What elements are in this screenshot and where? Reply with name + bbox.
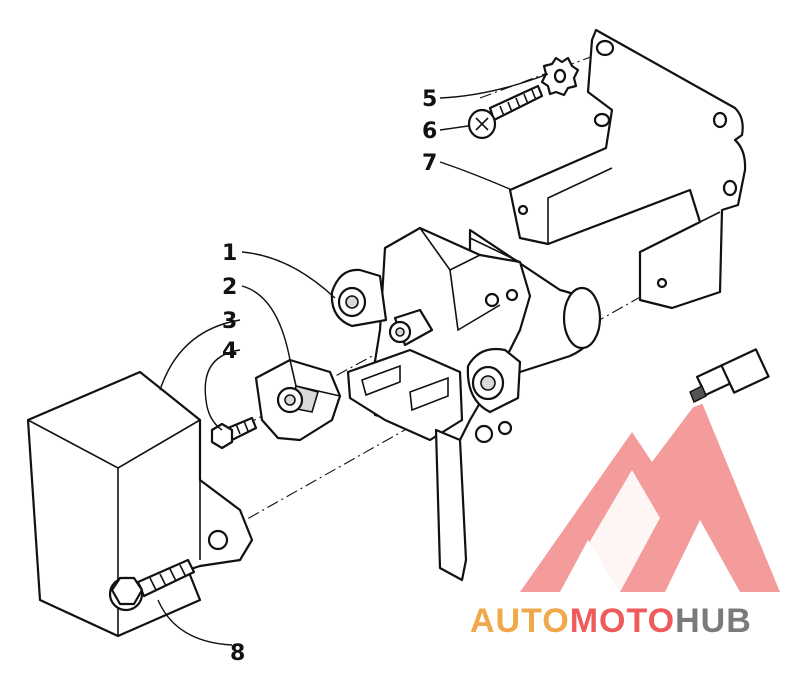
callout-2: 2 xyxy=(222,275,237,300)
watermark-text-auto: AUTO xyxy=(470,602,570,640)
watermark-text-moto: MOTO xyxy=(570,602,675,640)
callout-labels: 1 2 3 4 5 6 7 8 xyxy=(222,87,437,666)
callout-3: 3 xyxy=(222,309,237,334)
mounting-bracket xyxy=(508,28,747,310)
watermark-triangle-mark xyxy=(520,398,780,592)
watermark-logo: AUTOMOTOHUB xyxy=(470,398,780,640)
callout-6: 6 xyxy=(422,119,437,144)
callout-4: 4 xyxy=(222,339,237,364)
callout-5: 5 xyxy=(422,87,437,112)
callout-7: 7 xyxy=(422,151,437,176)
leader-lines xyxy=(157,73,549,646)
drive-coupler xyxy=(254,358,342,442)
coupler-bolt xyxy=(210,416,258,450)
svg-text:AUTOMOTOHUB: AUTOMOTOHUB xyxy=(470,602,752,640)
watermark-text-hub: HUB xyxy=(675,602,752,640)
star-lock-washer xyxy=(540,56,580,97)
flange-bolt xyxy=(108,558,196,612)
callout-8: 8 xyxy=(230,641,245,666)
actuator-motor-assembly xyxy=(330,226,770,582)
callout-1: 1 xyxy=(222,241,237,266)
pan-head-screw xyxy=(467,84,544,140)
